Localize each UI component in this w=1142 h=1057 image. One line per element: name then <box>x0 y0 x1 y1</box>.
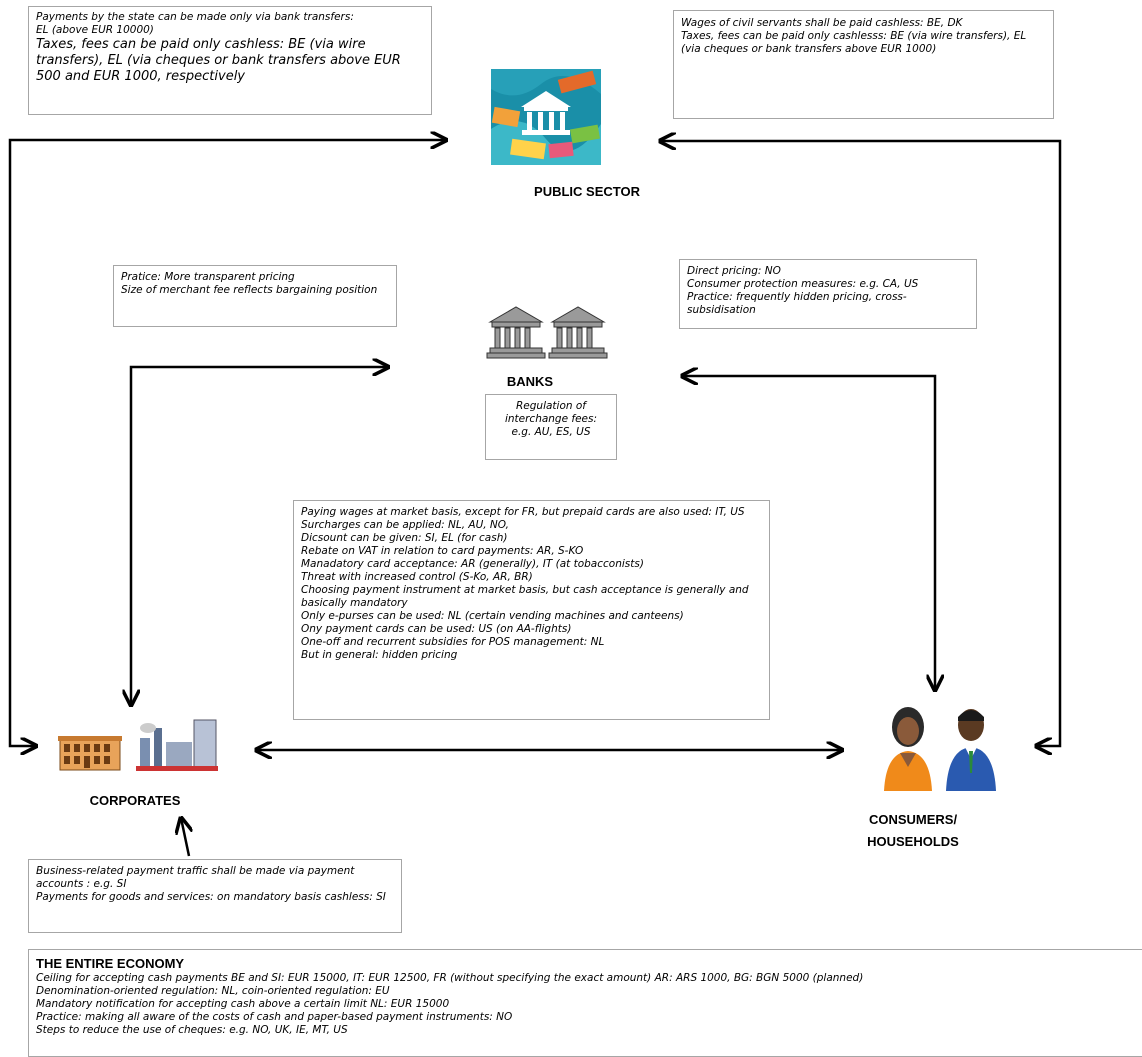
box-line: e.g. AU, ES, US <box>511 426 591 438</box>
arrow-public-corporates <box>8 140 446 746</box>
consumers-label: CONSUMERS/ HOUSEHOLDS <box>858 809 968 853</box>
corporates-label: CORPORATES <box>89 793 181 808</box>
banks-label: BANKS <box>506 374 554 389</box>
box-line: Taxes, fees can be paid only cashlesss: … <box>681 30 1027 55</box>
entire-economy-title: THE ENTIRE ECONOMY <box>36 956 185 971</box>
public-sector-right-box: Wages of civil servants shall be paid ca… <box>673 10 1054 119</box>
box-line: Manadatory card acceptance: AR (generall… <box>301 558 644 570</box>
box-line: Practice: frequently hidden pricing, cro… <box>687 291 907 316</box>
box-line: Practice: making all aware of the costs … <box>36 1011 513 1023</box>
bank-building-icon <box>486 306 608 359</box>
box-line: Direct pricing: NO <box>687 265 781 277</box>
consumers-label-line2: HOUSEHOLDS <box>867 834 959 849</box>
corporates-buildings-icon <box>58 719 218 771</box>
box-line: Payments by the state can be made only v… <box>36 11 354 23</box>
box-line: Regulation of <box>516 400 586 412</box>
box-line: Ony payment cards can be used: US (on AA… <box>301 623 572 635</box>
interchange-fees-box: Regulation of interchange fees: e.g. AU,… <box>485 394 617 460</box>
box-line: Wages of civil servants shall be paid ca… <box>681 17 963 29</box>
box-line: Denomination-oriented regulation: NL, co… <box>36 985 390 997</box>
arrow-banks-corporates <box>131 367 388 705</box>
box-line: Rebate on VAT in relation to card paymen… <box>301 545 584 557</box>
consumers-people-icon <box>884 707 996 791</box>
box-line: One-off and recurrent subsidies for POS … <box>301 636 605 648</box>
box-line: Consumer protection measures: e.g. CA, U… <box>687 278 919 290</box>
box-line: Taxes, fees can be paid only cashless: B… <box>36 37 401 84</box>
box-line: Pratice: More transparent pricing <box>121 271 295 283</box>
consumers-label-line1: CONSUMERS/ <box>868 812 958 827</box>
arrow-bottom-corporates <box>181 818 189 857</box>
box-line: Paying wages at market basis, except for… <box>301 506 745 518</box>
box-line: Size of merchant fee reflects bargaining… <box>121 284 378 296</box>
arrow-public-consumers <box>660 141 1062 746</box>
box-line: But in general: hidden pricing <box>301 649 458 661</box>
box-line: Choosing payment instrument at market ba… <box>301 584 749 609</box>
box-line: Mandatory notification for accepting cas… <box>36 998 450 1010</box>
box-line: Only e-purses can be used: NL (certain v… <box>301 610 684 622</box>
banks-right-box: Direct pricing: NO Consumer protection m… <box>679 259 977 329</box>
public-sector-left-box: Payments by the state can be made only v… <box>28 6 432 115</box>
box-line: Threat with increased control (S-Ko, AR,… <box>301 571 533 583</box>
banks-left-box: Pratice: More transparent pricing Size o… <box>113 265 397 327</box>
box-line: EL (above EUR 10000) <box>36 24 154 36</box>
public-sector-label: PUBLIC SECTOR <box>534 184 640 199</box>
entire-economy-box: THE ENTIRE ECONOMY Ceiling for accepting… <box>28 949 1142 1057</box>
box-line: Ceiling for accepting cash payments BE a… <box>36 972 864 984</box>
box-line: Payments for goods and services: on mand… <box>36 891 386 903</box>
box-line: Dicsount can be given: SI, EL (for cash) <box>301 532 508 544</box>
corporates-consumers-box: Paying wages at market basis, except for… <box>293 500 770 720</box>
arrow-banks-consumers <box>682 376 935 690</box>
public-sector-clipart-icon <box>491 69 601 165</box>
box-line: Steps to reduce the use of cheques: e.g.… <box>36 1024 348 1036</box>
box-line: interchange fees: <box>504 413 598 425</box>
box-line: Surcharges can be applied: NL, AU, NO, <box>301 519 509 531</box>
corporates-bottom-box: Business-related payment traffic shall b… <box>28 859 402 933</box>
box-line: Business-related payment traffic shall b… <box>36 865 355 890</box>
